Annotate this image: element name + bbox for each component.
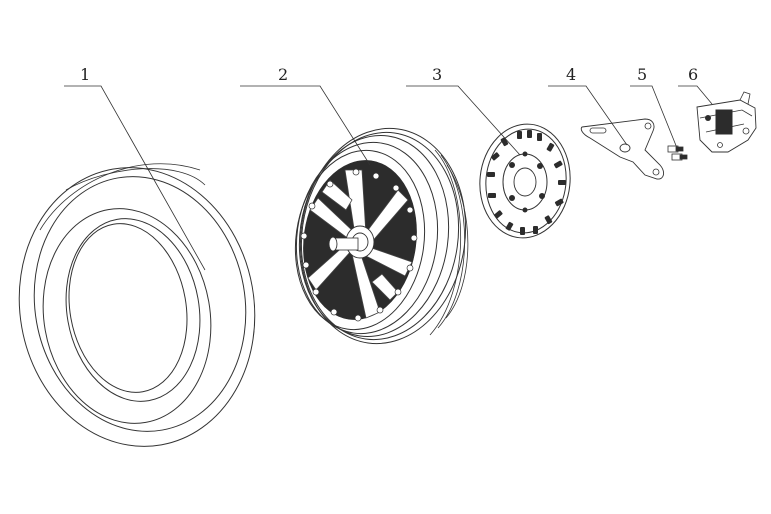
leader-line-6 <box>678 85 713 105</box>
callout-label-3: 3 <box>432 65 442 84</box>
leader-line-1 <box>64 85 206 271</box>
leader-lines <box>64 85 713 271</box>
hub-motor-wheel <box>294 127 469 345</box>
leader-line-4 <box>548 85 628 146</box>
caliper-bracket <box>580 118 664 180</box>
leader-line-5 <box>630 85 678 149</box>
leader-line-2 <box>240 85 371 166</box>
callout-labels: 1 2 3 4 5 6 <box>80 65 698 84</box>
bolts <box>667 145 688 161</box>
callout-label-2: 2 <box>278 65 288 84</box>
callout-label-1: 1 <box>80 65 90 84</box>
callout-label-4: 4 <box>566 65 576 84</box>
tire <box>18 163 256 447</box>
callout-label-5: 5 <box>637 65 647 84</box>
brake-disc <box>479 123 571 239</box>
brake-caliper <box>696 91 757 153</box>
callout-label-6: 6 <box>688 65 698 84</box>
leader-line-3 <box>406 85 521 156</box>
